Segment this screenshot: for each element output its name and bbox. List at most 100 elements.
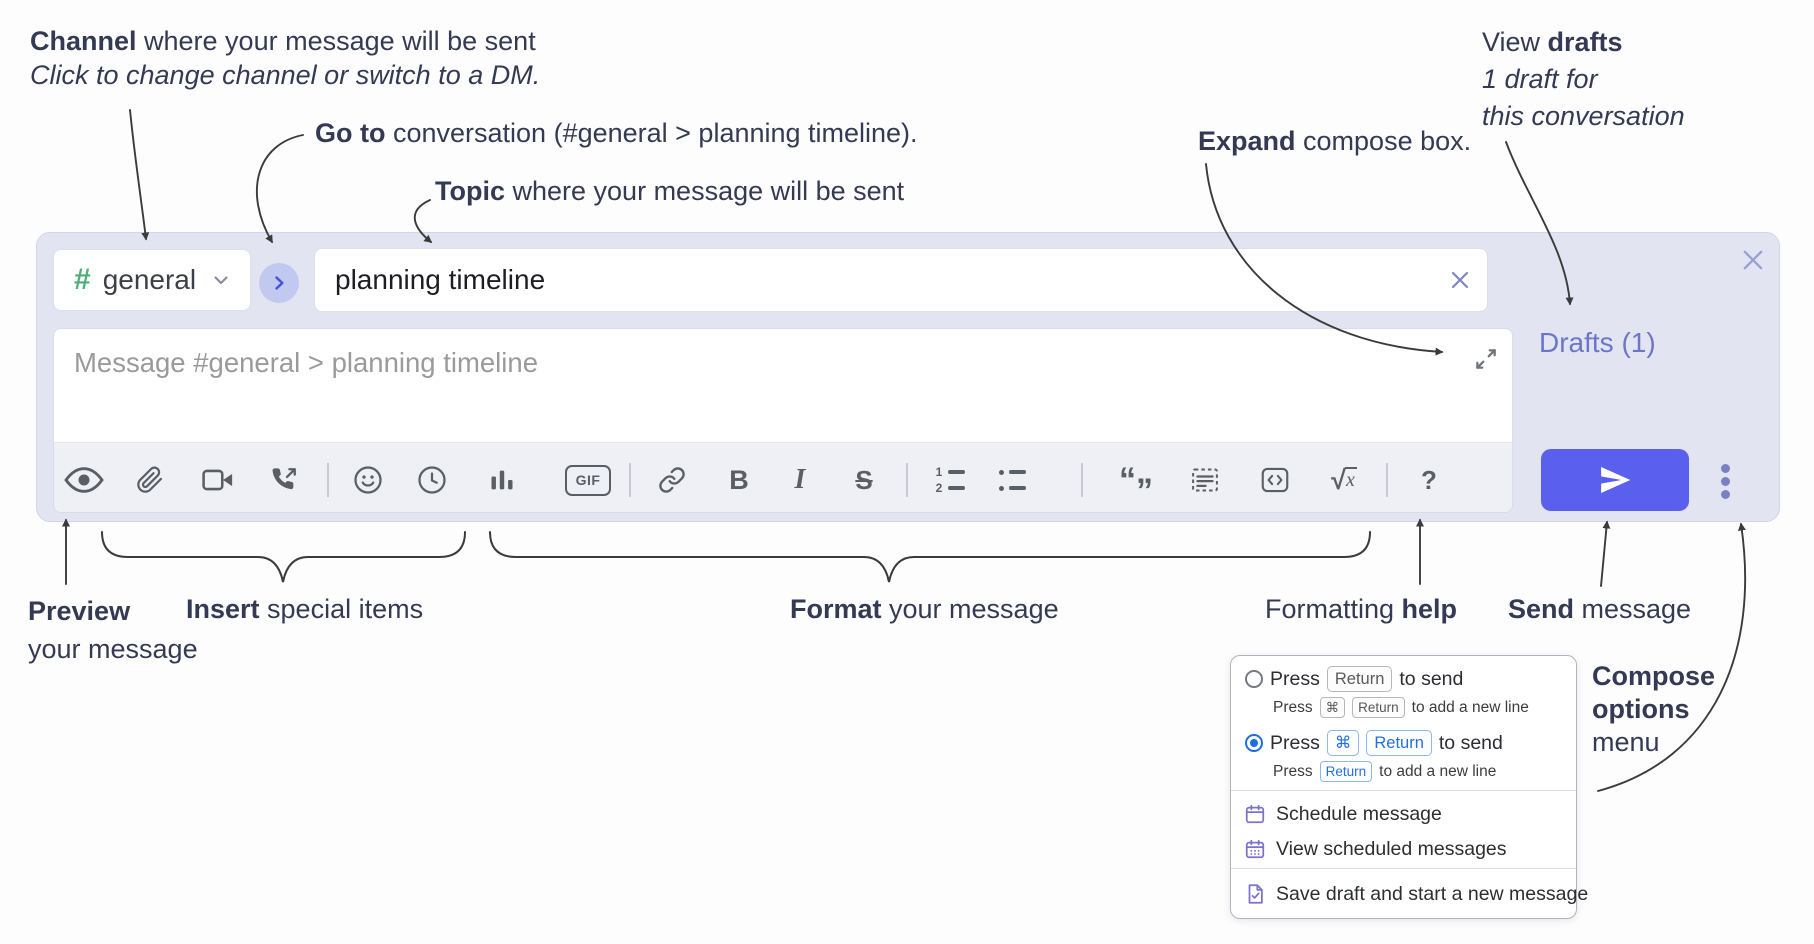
annotation-help-keyword: help: [1401, 594, 1458, 624]
poll-button[interactable]: [479, 460, 525, 500]
menu-item-label: Save draft and start a new message: [1276, 882, 1589, 905]
draft-note-check-icon: [1248, 884, 1263, 904]
send-shortcut-option-1: Press Return to send: [1245, 666, 1463, 692]
clock-icon: [418, 466, 446, 494]
topic-input[interactable]: [315, 264, 1443, 296]
annotation-topic-text: where your message will be sent: [505, 176, 905, 206]
compose-box: # general Drafts (1): [36, 232, 1780, 522]
formatting-help-button[interactable]: ?: [1406, 460, 1452, 500]
annotation-expand-text: compose box.: [1295, 126, 1472, 156]
brace-insert-group: [101, 531, 466, 583]
annotation-format-keyword: Format: [790, 594, 882, 624]
toolbar-divider: [906, 463, 908, 497]
math-button[interactable]: √ x: [1321, 460, 1367, 500]
toolbar-divider: [629, 463, 631, 497]
strikethrough-icon: S: [855, 464, 873, 495]
bold-button[interactable]: B: [716, 460, 762, 500]
quote-open: “: [1119, 461, 1136, 499]
opt2-sub-press: Press: [1273, 762, 1313, 780]
list-number-2: 2: [935, 481, 943, 495]
bold-icon: B: [729, 464, 749, 495]
menu-item-view-scheduled[interactable]: View scheduled messages: [1244, 833, 1507, 865]
gif-button[interactable]: GIF: [565, 460, 611, 500]
quote-button[interactable]: “ ”: [1114, 460, 1160, 508]
link-icon: [659, 467, 685, 493]
close-icon: [1743, 250, 1763, 270]
opt2-press: Press: [1270, 731, 1320, 754]
annotation-drafts-pre: View: [1482, 27, 1548, 57]
numbered-list-button[interactable]: 1 2: [927, 460, 973, 500]
annotation-topic-keyword: Topic: [435, 176, 505, 206]
topic-clear-button[interactable]: [1443, 263, 1477, 297]
message-input[interactable]: [54, 329, 1512, 443]
radio-checked[interactable]: [1245, 734, 1263, 752]
return-key: Return: [1366, 730, 1432, 756]
audio-call-button[interactable]: [261, 460, 307, 500]
annotation-view-drafts: View drafts 1 draft for this conversatio…: [1482, 24, 1685, 135]
annotation-channel-text: where your message will be sent: [136, 26, 536, 56]
annotation-help-pre: Formatting: [1265, 594, 1402, 624]
smiley-icon: [354, 466, 382, 494]
emoji-button[interactable]: [345, 460, 391, 500]
math-x-glyph: x: [1344, 466, 1357, 491]
annotation-drafts-keyword: drafts: [1547, 27, 1623, 57]
annotation-channel-keyword: Channel: [30, 26, 137, 56]
drafts-link[interactable]: Drafts (1): [1539, 327, 1656, 358]
annotation-compose-line3: menu: [1592, 727, 1660, 757]
chevron-right-icon: [275, 276, 284, 290]
menu-item-save-draft[interactable]: Save draft and start a new message: [1244, 878, 1588, 910]
opt2-sub-suffix: to add a new line: [1379, 762, 1497, 780]
toolbar-divider: [1386, 463, 1388, 497]
question-mark-icon: ?: [1421, 464, 1437, 495]
return-key: Return: [1326, 666, 1393, 692]
annotation-insert-text: special items: [259, 594, 424, 624]
strikethrough-button[interactable]: S: [841, 460, 887, 500]
menu-divider: [1231, 790, 1576, 791]
cmd-key: ⌘: [1326, 730, 1360, 756]
bulleted-list-button[interactable]: [989, 460, 1035, 500]
cmd-key: ⌘: [1319, 697, 1346, 718]
annotation-goto-keyword: Go to: [315, 118, 386, 148]
attach-file-button[interactable]: [127, 460, 173, 500]
annotation-format: Format your message: [790, 592, 1059, 626]
arrow-send: [1600, 520, 1611, 587]
bar-chart-icon: [491, 470, 513, 490]
link-button[interactable]: [649, 460, 695, 500]
expand-compose-button[interactable]: [1470, 343, 1502, 375]
sqrt-glyph: √: [1331, 464, 1346, 495]
expand-diagonal-icon: [1476, 349, 1496, 369]
video-call-button[interactable]: [195, 460, 241, 500]
schedule-time-button[interactable]: [409, 460, 455, 500]
send-button[interactable]: [1541, 449, 1689, 511]
opt1-sub-press: Press: [1273, 698, 1313, 716]
channel-hash-icon: #: [74, 263, 91, 296]
compose-options-button[interactable]: [1709, 455, 1741, 507]
paperclip-icon: [137, 466, 163, 493]
video-camera-icon: [202, 469, 233, 491]
italic-button[interactable]: I: [777, 460, 823, 500]
toolbar-divider: [327, 463, 329, 497]
menu-item-schedule-message[interactable]: Schedule message: [1244, 798, 1442, 830]
message-box: GIF B I S: [53, 328, 1513, 513]
numbered-list-icon: 1 2: [935, 466, 965, 495]
menu-item-label: Schedule message: [1276, 802, 1442, 825]
opt1-sub-suffix: to add a new line: [1411, 698, 1529, 716]
quote-close: ”: [1136, 472, 1153, 510]
preview-button[interactable]: [61, 460, 107, 500]
annotation-goto: Go to conversation (#general > planning …: [315, 116, 918, 150]
quote-icon: “ ”: [1119, 461, 1155, 508]
annotation-compose-options: Compose options menu: [1592, 660, 1715, 759]
brace-format-group: [489, 531, 1371, 583]
go-to-conversation-button[interactable]: [259, 263, 299, 303]
code-button[interactable]: [1252, 460, 1298, 500]
spoiler-button[interactable]: [1182, 460, 1228, 500]
annotation-compose-line1: Compose: [1592, 661, 1716, 691]
close-compose-button[interactable]: [1737, 244, 1769, 276]
ellipsis-dot: [1720, 463, 1730, 473]
channel-selector[interactable]: # general: [53, 249, 251, 311]
radio-unchecked[interactable]: [1245, 670, 1263, 688]
chevron-down-icon: [214, 276, 228, 285]
italic-icon: I: [794, 464, 806, 495]
arrow-goto: [256, 134, 304, 244]
annotation-insert: Insert special items: [186, 592, 423, 626]
